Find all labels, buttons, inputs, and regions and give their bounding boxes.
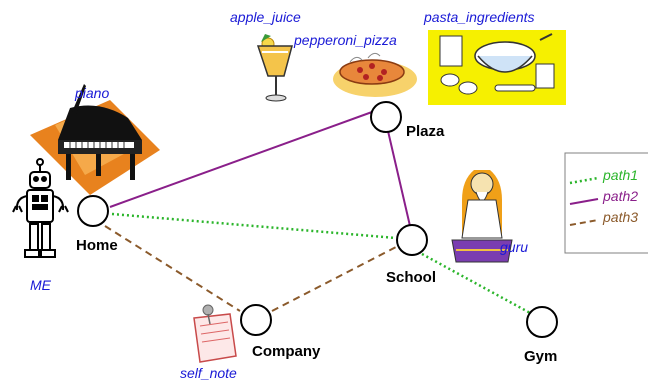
legend-path1-label: path1 bbox=[602, 167, 638, 183]
legend-path3-label: path3 bbox=[602, 209, 638, 225]
legend-path3-swatch bbox=[569, 219, 599, 226]
node-home[interactable] bbox=[77, 195, 109, 227]
node-school-label: School bbox=[386, 269, 436, 286]
grand-piano-icon bbox=[30, 84, 160, 195]
pizza-icon bbox=[333, 52, 417, 97]
node-company[interactable] bbox=[240, 304, 272, 336]
note-icon bbox=[193, 304, 237, 363]
node-plaza[interactable] bbox=[370, 101, 402, 133]
edge-school-gym bbox=[421, 252, 533, 316]
node-gym-label: Gym bbox=[524, 348, 557, 365]
edge-plaza-school bbox=[387, 130, 411, 227]
node-company-label: Company bbox=[252, 343, 321, 360]
node-home-label: Home bbox=[76, 237, 118, 254]
piano-label: piano bbox=[74, 85, 109, 101]
guru-icon bbox=[451, 170, 513, 263]
edge-company-school bbox=[271, 246, 397, 312]
self-note-label: self_note bbox=[180, 365, 237, 381]
edge-home-school bbox=[111, 212, 397, 240]
pepperoni-pizza-label: pepperoni_pizza bbox=[293, 32, 397, 48]
node-school[interactable] bbox=[396, 224, 428, 256]
node-plaza-label: Plaza bbox=[406, 123, 445, 140]
legend-path2-swatch bbox=[569, 198, 599, 205]
node-gym[interactable] bbox=[526, 306, 558, 338]
guru-label: guru bbox=[500, 239, 528, 255]
edge-home-plaza bbox=[109, 111, 373, 208]
pasta-ingredients-label: pasta_ingredients bbox=[423, 9, 535, 25]
apple-juice-label: apple_juice bbox=[230, 9, 301, 25]
legend-path2-label: path2 bbox=[602, 188, 638, 204]
legend: path1 path2 path3 bbox=[564, 152, 648, 254]
nodes: Home Plaza School Company Gym bbox=[76, 101, 558, 365]
me-label: ME bbox=[30, 277, 52, 293]
juice-glass-icon bbox=[256, 34, 293, 102]
robot-icon bbox=[12, 158, 69, 258]
edges bbox=[104, 111, 533, 316]
ingredients-icon bbox=[428, 30, 566, 105]
edge-home-company bbox=[104, 225, 241, 312]
